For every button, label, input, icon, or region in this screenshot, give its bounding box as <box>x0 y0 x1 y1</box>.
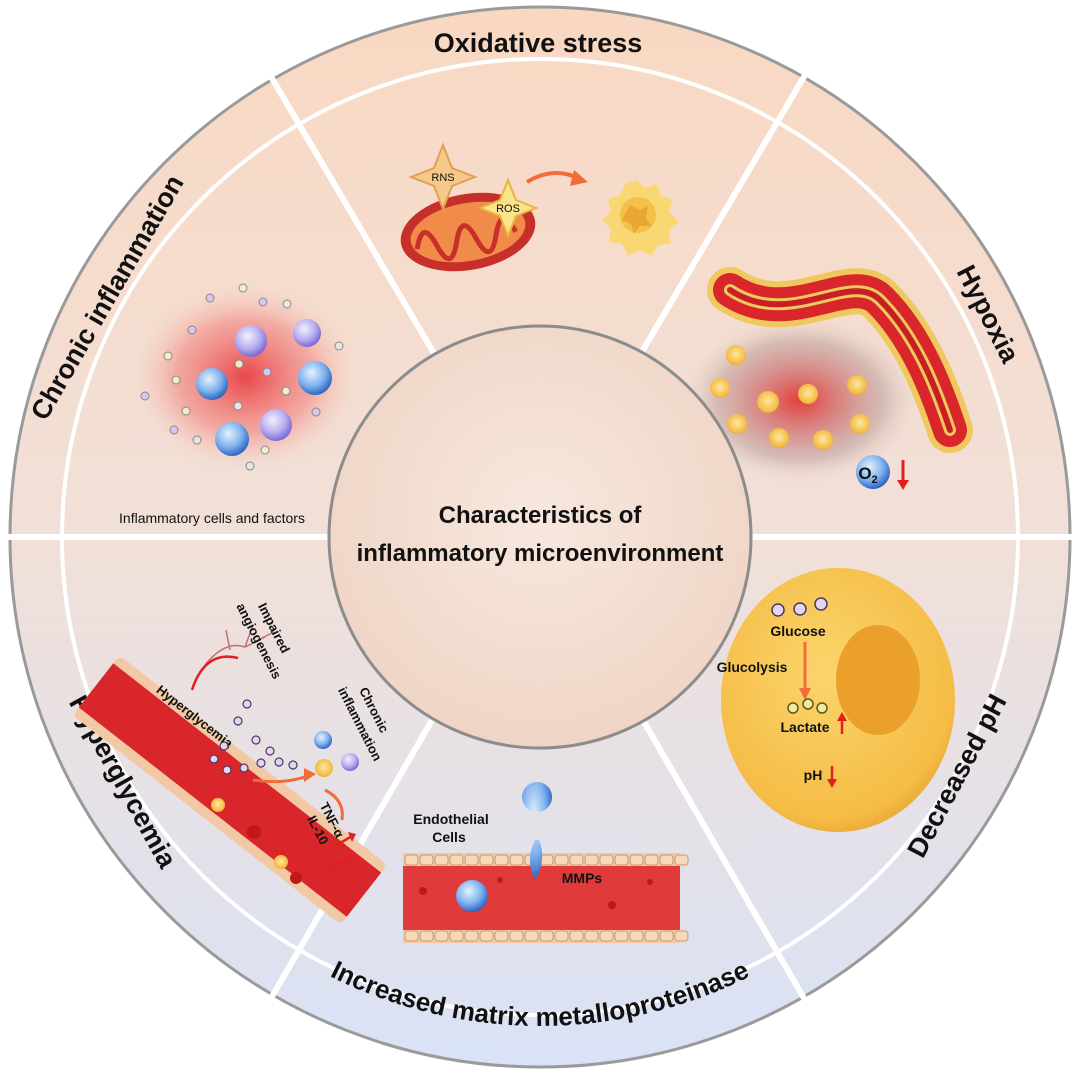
endothelial-cell-tile <box>569 854 584 866</box>
center-circle <box>327 324 753 750</box>
endothelial-cell-tile <box>614 854 629 866</box>
lactate-label: Lactate <box>780 719 829 735</box>
glucolysis-label: Glucolysis <box>717 659 788 675</box>
mmps-label: MMPs <box>562 870 603 886</box>
inflammation-caption: Inflammatory cells and factors <box>119 510 305 526</box>
endothelial-label-2: Cells <box>432 829 466 845</box>
endothelial-cell-tile <box>479 854 494 866</box>
endothelial-cell-tile <box>599 854 614 866</box>
inflammatory-cells <box>140 283 344 471</box>
endothelial-cell-tile <box>629 854 644 866</box>
transmigrating-cell-icon <box>522 782 553 880</box>
endothelial-cell-tile <box>584 930 599 942</box>
endothelial-cell-tile <box>509 854 524 866</box>
endothelial-cell-tile <box>494 854 509 866</box>
o2-down-arrow <box>897 460 909 490</box>
endothelial-cell-tile <box>674 930 689 942</box>
endothelial-cell-tile <box>509 930 524 942</box>
endothelial-cell-tile <box>554 930 569 942</box>
svg-text:ROS: ROS <box>496 203 520 215</box>
glycolysis-cell <box>721 568 955 832</box>
endothelial-cell-tile <box>644 854 659 866</box>
endothelial-cell-tile <box>614 930 629 942</box>
endothelial-cell-tile <box>464 930 479 942</box>
svg-text:O2: O2 <box>858 464 877 486</box>
svg-text:RNS: RNS <box>431 172 454 184</box>
endothelial-cell-tile <box>584 854 599 866</box>
endothelial-cell-tile <box>599 930 614 942</box>
endothelial-cell-tile <box>674 854 689 866</box>
endothelial-cell-tile <box>659 930 674 942</box>
endothelial-cell-tile <box>449 854 464 866</box>
lactate-molecules <box>787 698 828 714</box>
cytokine-arrow <box>324 788 344 821</box>
endothelial-cell-tile <box>524 930 539 942</box>
hyperglycemia-glucose <box>209 699 298 775</box>
endothelial-cell-tile <box>449 930 464 942</box>
immune-cell-icon <box>456 880 488 912</box>
ph-label: pH <box>804 767 823 783</box>
angiogenesis-branches <box>204 624 275 666</box>
endothelial-cell-tile <box>554 854 569 866</box>
cytokine-change-arrows <box>328 832 356 870</box>
angiogenesis-arrow <box>190 655 239 691</box>
center-title-line2: inflammatory microenvironment <box>357 540 724 567</box>
hyperglycemia-cells <box>211 731 359 884</box>
rns-star-icon: RNS <box>408 142 478 212</box>
endothelial-cell-tile <box>659 854 674 866</box>
o2-icon: O2 <box>856 455 890 489</box>
endothelial-cell-tile <box>404 854 419 866</box>
endothelial-label-1: Endothelial <box>413 811 488 827</box>
endothelial-cell-tile <box>419 854 434 866</box>
center-title-line1: Characteristics of <box>439 502 643 529</box>
endothelial-cell-tile <box>644 930 659 942</box>
endothelial-cell-tile <box>569 930 584 942</box>
ros-star-icon: ROS <box>477 177 539 239</box>
glucose-molecules <box>771 597 828 617</box>
lactate-up-arrow <box>837 712 847 734</box>
cell-nucleus <box>836 625 920 735</box>
endothelial-cell-tile <box>419 930 434 942</box>
endothelial-cell-tile <box>494 930 509 942</box>
hypoxia-vessel <box>707 267 973 453</box>
endothelial-cell-tile <box>539 930 554 942</box>
hyperglycemia-vessel <box>75 657 385 923</box>
oxidative-stress-title: Oxidative stress <box>434 28 643 58</box>
endothelial-cell-tile <box>404 930 419 942</box>
endothelial-cell-tile <box>434 930 449 942</box>
endothelial-cell-tile <box>479 930 494 942</box>
endothelial-cell-tile <box>434 854 449 866</box>
ph-down-arrow <box>827 766 837 788</box>
endothelial-cell-tile <box>464 854 479 866</box>
glucose-label: Glucose <box>770 623 825 639</box>
mmp-vessel <box>403 853 689 943</box>
damaged-cell-icon <box>602 180 679 256</box>
hypoxia-cells <box>710 345 870 450</box>
endothelial-cell-tile <box>629 930 644 942</box>
